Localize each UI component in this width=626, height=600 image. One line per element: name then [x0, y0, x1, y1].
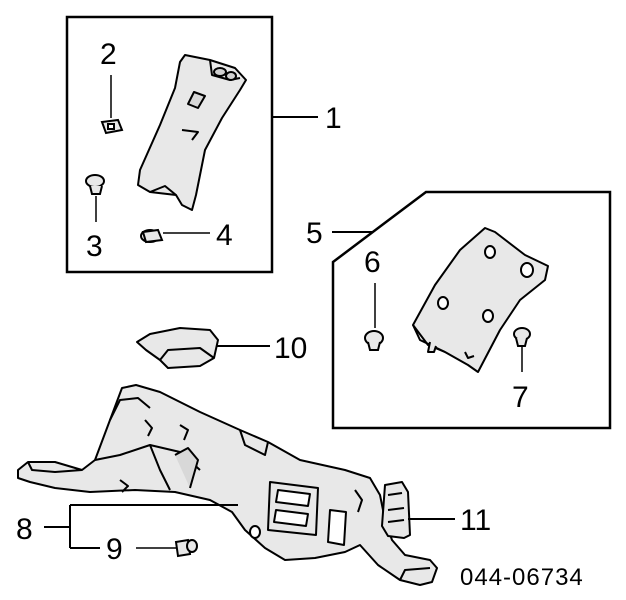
callout-11: 11	[460, 504, 491, 537]
group-box-1	[65, 15, 274, 274]
callout-8: 8	[16, 513, 33, 546]
lower-trim-part	[17, 384, 438, 586]
callout-7: 7	[512, 381, 529, 414]
clip-part-3	[85, 174, 105, 222]
callout-1: 1	[325, 102, 342, 135]
clip-part-9	[136, 538, 198, 558]
quarter-trim-part	[412, 227, 549, 373]
callout-3: 3	[86, 230, 103, 263]
clip-part-4	[140, 228, 210, 244]
pillar-garnish-part	[137, 54, 247, 211]
callout-10: 10	[274, 332, 307, 365]
clip-part-7	[513, 327, 531, 372]
callout-4: 4	[216, 219, 233, 252]
leader-bracket-8-9	[44, 504, 238, 549]
callout-9: 9	[106, 533, 123, 566]
callout-6: 6	[364, 246, 381, 279]
diagram-number: 044-06734	[460, 564, 584, 591]
group-box-5	[331, 190, 612, 430]
callout-2: 2	[100, 38, 117, 71]
cover-part-10	[136, 327, 219, 369]
clip-part-2	[100, 75, 124, 135]
callout-5: 5	[306, 217, 323, 250]
clip-part-6	[364, 283, 384, 351]
panel-part-11	[381, 481, 411, 539]
